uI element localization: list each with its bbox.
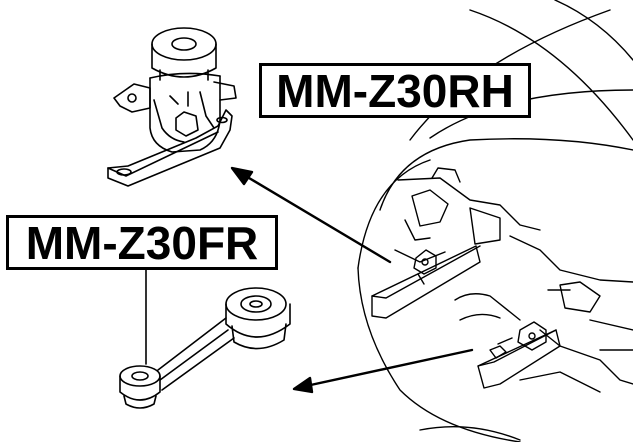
part-label-fr: MM-Z30FR [6,215,278,270]
arrow-to-fr [304,348,474,388]
car-front-cutaway-icon [357,0,633,442]
part-label-rh: MM-Z30RH [259,63,531,118]
torque-rod-icon [119,269,291,409]
engine-mount-icon [107,27,237,187]
pointer-arrows [230,166,474,394]
arrow-to-rh [242,173,392,264]
